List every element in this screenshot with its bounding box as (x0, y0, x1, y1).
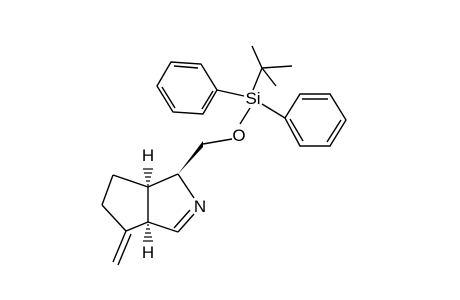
atom-label-n: N (194, 197, 206, 216)
bond-cq-me-up (251, 45, 263, 69)
hashed-bond-h-bottom (143, 224, 153, 242)
bond-si-ph-left (216, 89, 245, 97)
phenyl-left-inner-2 (161, 86, 176, 109)
bond-o-ch2 (202, 138, 233, 145)
atom-label-h-top: H (142, 146, 154, 165)
bicyclic-core (101, 168, 195, 266)
bond-n-c3 (177, 213, 195, 233)
atom-label-si: Si (245, 89, 260, 108)
bond-cq-me-down (261, 67, 277, 87)
bond-c6-c5 (101, 174, 114, 206)
bond-exo-methylene-2 (117, 233, 132, 266)
bond-c6a-c6 (112, 174, 149, 188)
bond-si-o (239, 107, 251, 125)
phenyl-right-hexagon (284, 93, 347, 147)
hashed-bond-h-top (143, 168, 153, 186)
phenyl-ring-left (156, 61, 245, 115)
atom-labels: Si O N H H (142, 89, 261, 262)
silyl-ether-linker (178, 107, 251, 174)
bond-cq-me-right (261, 65, 293, 69)
wedge-bond-ch2 (178, 141, 203, 174)
tert-butyl-group (251, 45, 293, 91)
phenyl-left-inner-3 (201, 90, 214, 110)
bond-n-c3-double (173, 209, 191, 229)
bond-si-ph-right (261, 103, 286, 119)
phenyl-left-hexagon (156, 61, 218, 115)
atom-label-o: O (232, 126, 245, 145)
bond-c4-c3a (125, 221, 149, 232)
bond-si-cq (252, 67, 263, 91)
atom-label-h-bottom: H (142, 243, 154, 262)
bond-c1-n (177, 173, 195, 199)
phenyl-ring-right (261, 93, 347, 147)
bond-c6a-c1 (147, 173, 179, 188)
bond-c5-c4 (101, 204, 127, 232)
phenyl-right-inner-3 (289, 118, 304, 142)
bond-c3-c3a (147, 221, 179, 233)
phenyl-right-inner-2 (326, 119, 342, 143)
bond-exo-methylene-1 (112, 230, 127, 263)
phenyl-left-inner-1 (173, 65, 199, 69)
